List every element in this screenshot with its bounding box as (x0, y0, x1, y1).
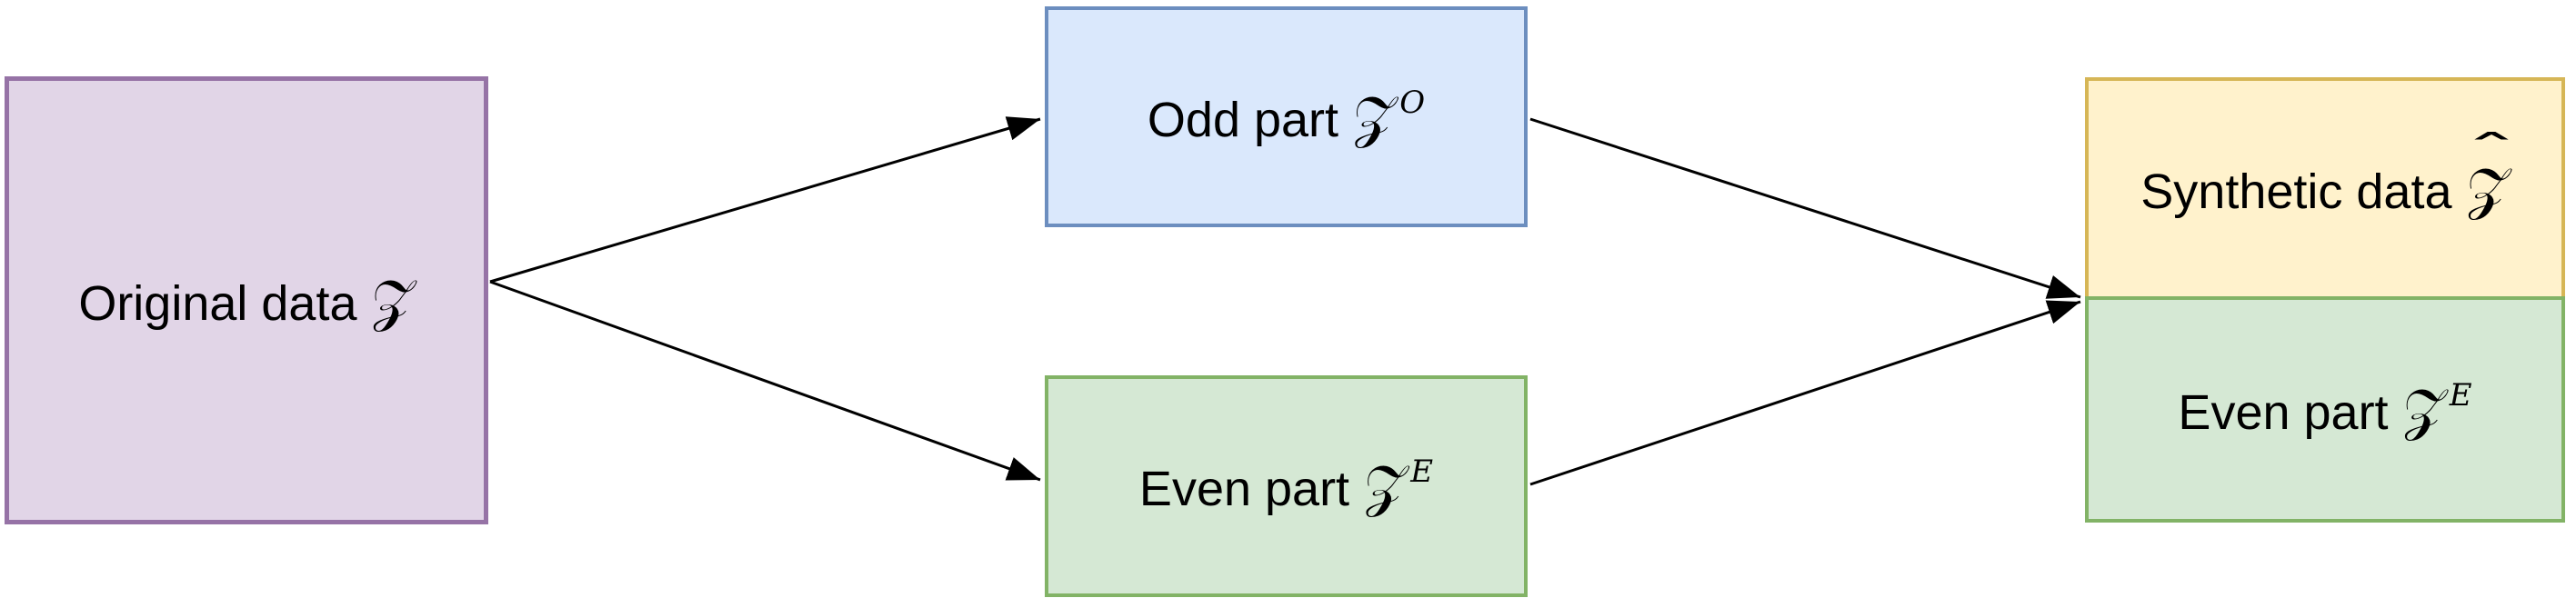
node-label: Original data (78, 275, 357, 331)
node-original-data: Original data 𝒵 (5, 76, 488, 524)
edge-original-to-odd (489, 116, 1041, 284)
script-z-glyph: 𝒵 (2466, 154, 2510, 222)
node-label: Odd part (1147, 92, 1339, 147)
superscript-e: E (2449, 376, 2472, 414)
edge-odd-to-output (1529, 117, 2081, 299)
script-z-glyph: 𝒵 (2402, 375, 2446, 443)
superscript-o: O (1399, 84, 1426, 121)
edge-even-to-output (1529, 300, 2081, 486)
script-z-glyph: 𝒵 (1364, 453, 1408, 519)
script-z-glyph: 𝒵 (371, 266, 415, 334)
superscript-e: E (1410, 454, 1434, 490)
node-original-data-text: Original data 𝒵 (78, 272, 415, 331)
node-label: Even part (2178, 384, 2389, 440)
edge-original-to-even (489, 280, 1041, 482)
hat-accent: ˆ (2463, 125, 2519, 175)
script-z-symbol: 𝒵 (372, 272, 415, 329)
script-z-glyph: 𝒵 (1353, 83, 1397, 150)
node-label: Synthetic data (2140, 164, 2452, 219)
node-label: Even part (1138, 462, 1350, 516)
